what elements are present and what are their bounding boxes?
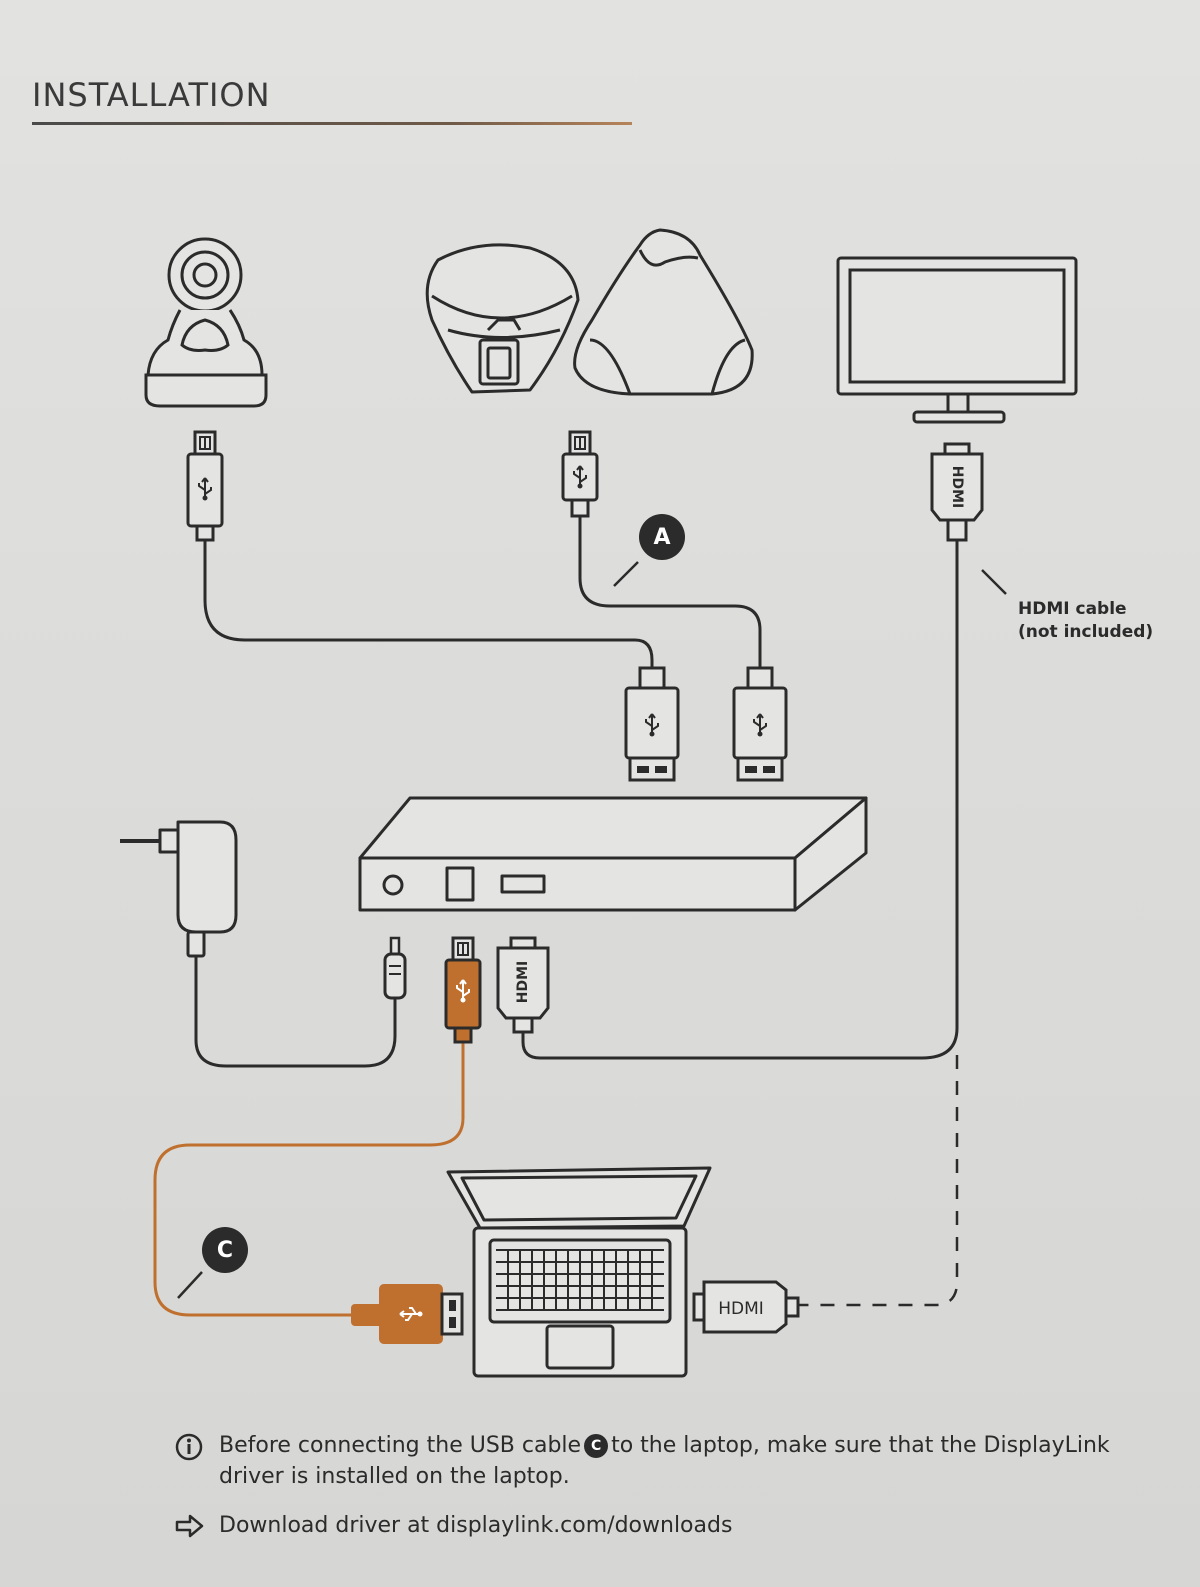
camera-icon <box>144 237 268 408</box>
usb-b-plug-speakerphone <box>561 430 599 518</box>
callout-a: A <box>613 514 685 587</box>
hdmi-cable-note-line-1: HDMI cable <box>1018 599 1127 619</box>
usb-a-plug-camera <box>624 666 680 782</box>
display-hdmi-cable <box>521 538 959 1060</box>
callout-a-letter: A <box>653 525 670 550</box>
callout-c-letter: C <box>217 1238 233 1263</box>
download-note-text: Download driver at displaylink.com/downl… <box>219 1513 733 1538</box>
download-note: Download driver at displaylink.com/downl… <box>175 1510 1155 1541</box>
info-note-badge-c: C <box>584 1434 609 1458</box>
usb-a-plug-speakerphone <box>732 666 788 782</box>
power-barrel-plug <box>383 936 407 1000</box>
speakerphone-back-icon <box>573 228 754 396</box>
hdmi-plug-laptop: HDMI <box>692 1280 800 1334</box>
cables <box>194 513 959 1068</box>
hdmi-cable-note: HDMI cable (not included) <box>1018 598 1153 644</box>
hdmi-plug-display: HDMI <box>930 442 984 542</box>
camera-usb-cable <box>203 538 654 670</box>
info-circle-icon <box>175 1433 203 1461</box>
section-title: INSTALLATION <box>32 76 271 114</box>
title-rule <box>32 122 632 125</box>
display-monitor-icon <box>836 256 1078 424</box>
laptop-hdmi-dashed-link <box>798 1055 959 1307</box>
hdmi-label-display: HDMI <box>949 466 965 508</box>
arrow-right-icon <box>175 1514 204 1538</box>
hdmi-plug-hub: HDMI <box>496 936 550 1034</box>
power-adapter-icon <box>120 820 238 958</box>
hdmi-label-laptop: HDMI <box>718 1299 764 1319</box>
laptop-icon <box>446 1166 712 1378</box>
hdmi-label-hub: HDMI <box>515 961 531 1003</box>
usb-b-plug-laptop-cable <box>444 936 482 1044</box>
power-cable <box>194 954 397 1068</box>
laptop-usb-cable <box>153 1038 465 1317</box>
speakerphone-icon <box>425 243 580 394</box>
info-note-text-before: Before connecting the USB cable <box>219 1433 582 1458</box>
hdmi-cable-note-line-2: (not included) <box>1018 622 1154 642</box>
callout-c: C <box>177 1227 248 1299</box>
usb-b-plug-camera <box>186 430 224 542</box>
hdmi-note-leader <box>981 569 1007 595</box>
speakerphone-usb-cable <box>578 513 762 670</box>
usb-a-plug-laptop <box>351 1284 464 1344</box>
hub-device-icon <box>358 796 868 912</box>
info-note-text-after: to the laptop, make sure that the Displa… <box>219 1433 1110 1489</box>
